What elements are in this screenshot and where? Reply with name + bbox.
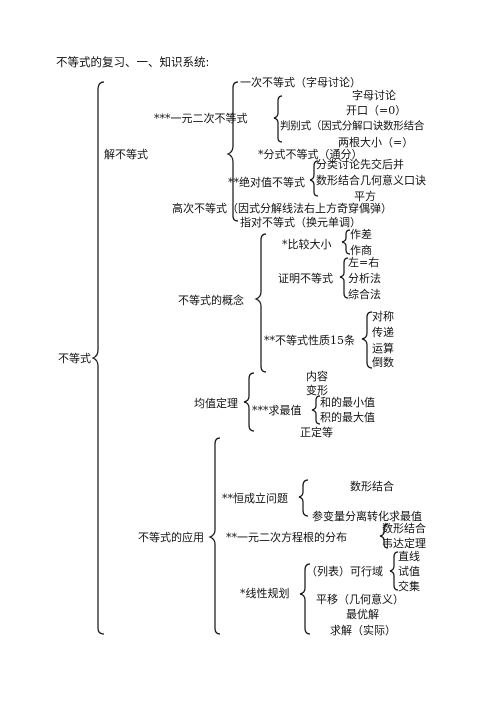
distribution-node: **一元二次方程根的分布 <box>226 531 347 544</box>
quadratic-item: 两根大小（=） <box>338 136 414 149</box>
always-item: 数形结合 <box>350 480 394 493</box>
compare-item: 作差 <box>350 228 372 241</box>
quadratic-inequality: ***一元二次不等式 <box>154 112 248 125</box>
quadratic-item: 字母讨论 <box>352 89 396 102</box>
linear-inequality: 一次不等式（字母讨论） <box>240 76 361 89</box>
absolute-inequality: **绝对值不等式 <box>228 176 305 189</box>
higher-inequality: 高次不等式（因式分解线法右上方奇穿偶弹） <box>172 202 392 215</box>
prove-node: 证明不等式 <box>278 272 333 285</box>
prove-item: 左=右 <box>348 256 380 269</box>
lp-sub-item: 试值 <box>398 565 420 578</box>
mean-node: 均值定理 <box>194 397 238 410</box>
prove-bracket <box>339 257 349 299</box>
absolute-bracket <box>309 160 319 197</box>
application-bracket <box>208 437 221 635</box>
properties-bracket <box>361 311 373 369</box>
lp-item: 平移（几何意义） <box>316 593 404 606</box>
extreme-item: 积的最大值 <box>320 411 375 424</box>
feasible-bracket <box>389 551 399 591</box>
mean-bracket <box>243 372 255 432</box>
distribution-bracket <box>379 523 389 549</box>
extreme-bracket <box>311 395 321 425</box>
properties-node: **不等式性质15条 <box>264 334 355 347</box>
always-node: **恒成立问题 <box>222 492 288 505</box>
properties-item: 传递 <box>372 326 394 339</box>
fractional-inequality: *分式不等式（通分） <box>258 148 363 161</box>
quadratic-item: 判别式（因式分解口诀数形结合 <box>280 120 425 132</box>
exp-log-inequality: 指对不等式（换元单调） <box>240 216 361 229</box>
properties-item: 运算 <box>372 342 394 355</box>
lp-node: *线性规划 <box>240 587 290 600</box>
properties-item: 倒数 <box>372 356 394 369</box>
always-bracket <box>298 479 309 517</box>
quadratic-item: 开口（=0） <box>346 104 407 117</box>
lp-sub-item: 直线 <box>398 550 420 563</box>
concept-node: 不等式的概念 <box>178 294 244 307</box>
compare-item: 作商 <box>350 244 372 257</box>
solve-node: 解不等式 <box>104 148 148 161</box>
absolute-item: 分类讨论先交后并 <box>316 158 404 171</box>
concept-bracket <box>254 233 267 373</box>
application-node: 不等式的应用 <box>138 531 204 544</box>
lp-item: 求解（实际） <box>330 624 396 637</box>
compare-bracket <box>341 229 351 255</box>
extreme-node: ***求最值 <box>252 404 302 417</box>
solve-bracket <box>226 81 239 222</box>
properties-item: 对称 <box>372 310 394 323</box>
mean-item: 正定等 <box>300 426 333 439</box>
extreme-item: 和的最小值 <box>320 396 375 409</box>
lp-item: 最优解 <box>346 608 379 621</box>
prove-item: 分析法 <box>348 272 381 285</box>
lp-sub-item: 交集 <box>398 580 420 593</box>
page-title: 不等式的复习、一、知识系统: <box>56 55 210 69</box>
lp-bracket <box>299 563 311 635</box>
distribution-item: 韦达定理 <box>382 537 426 550</box>
prove-item: 综合法 <box>348 288 381 301</box>
mean-item: 内容 <box>306 370 328 383</box>
distribution-item: 数形结合 <box>382 522 426 535</box>
always-item: 参变量分离转化求最值 <box>312 510 422 523</box>
compare-node: *比较大小 <box>282 238 332 251</box>
mean-item: 变形 <box>306 384 328 397</box>
lp-feasible: （列表）可行域 <box>306 565 383 578</box>
absolute-item: 数形结合几何意义口诀 <box>316 174 426 187</box>
root-node: 不等式 <box>58 352 91 365</box>
root-bracket <box>91 81 105 635</box>
quadratic-bracket <box>273 95 283 143</box>
absolute-item: 平方 <box>354 190 376 203</box>
